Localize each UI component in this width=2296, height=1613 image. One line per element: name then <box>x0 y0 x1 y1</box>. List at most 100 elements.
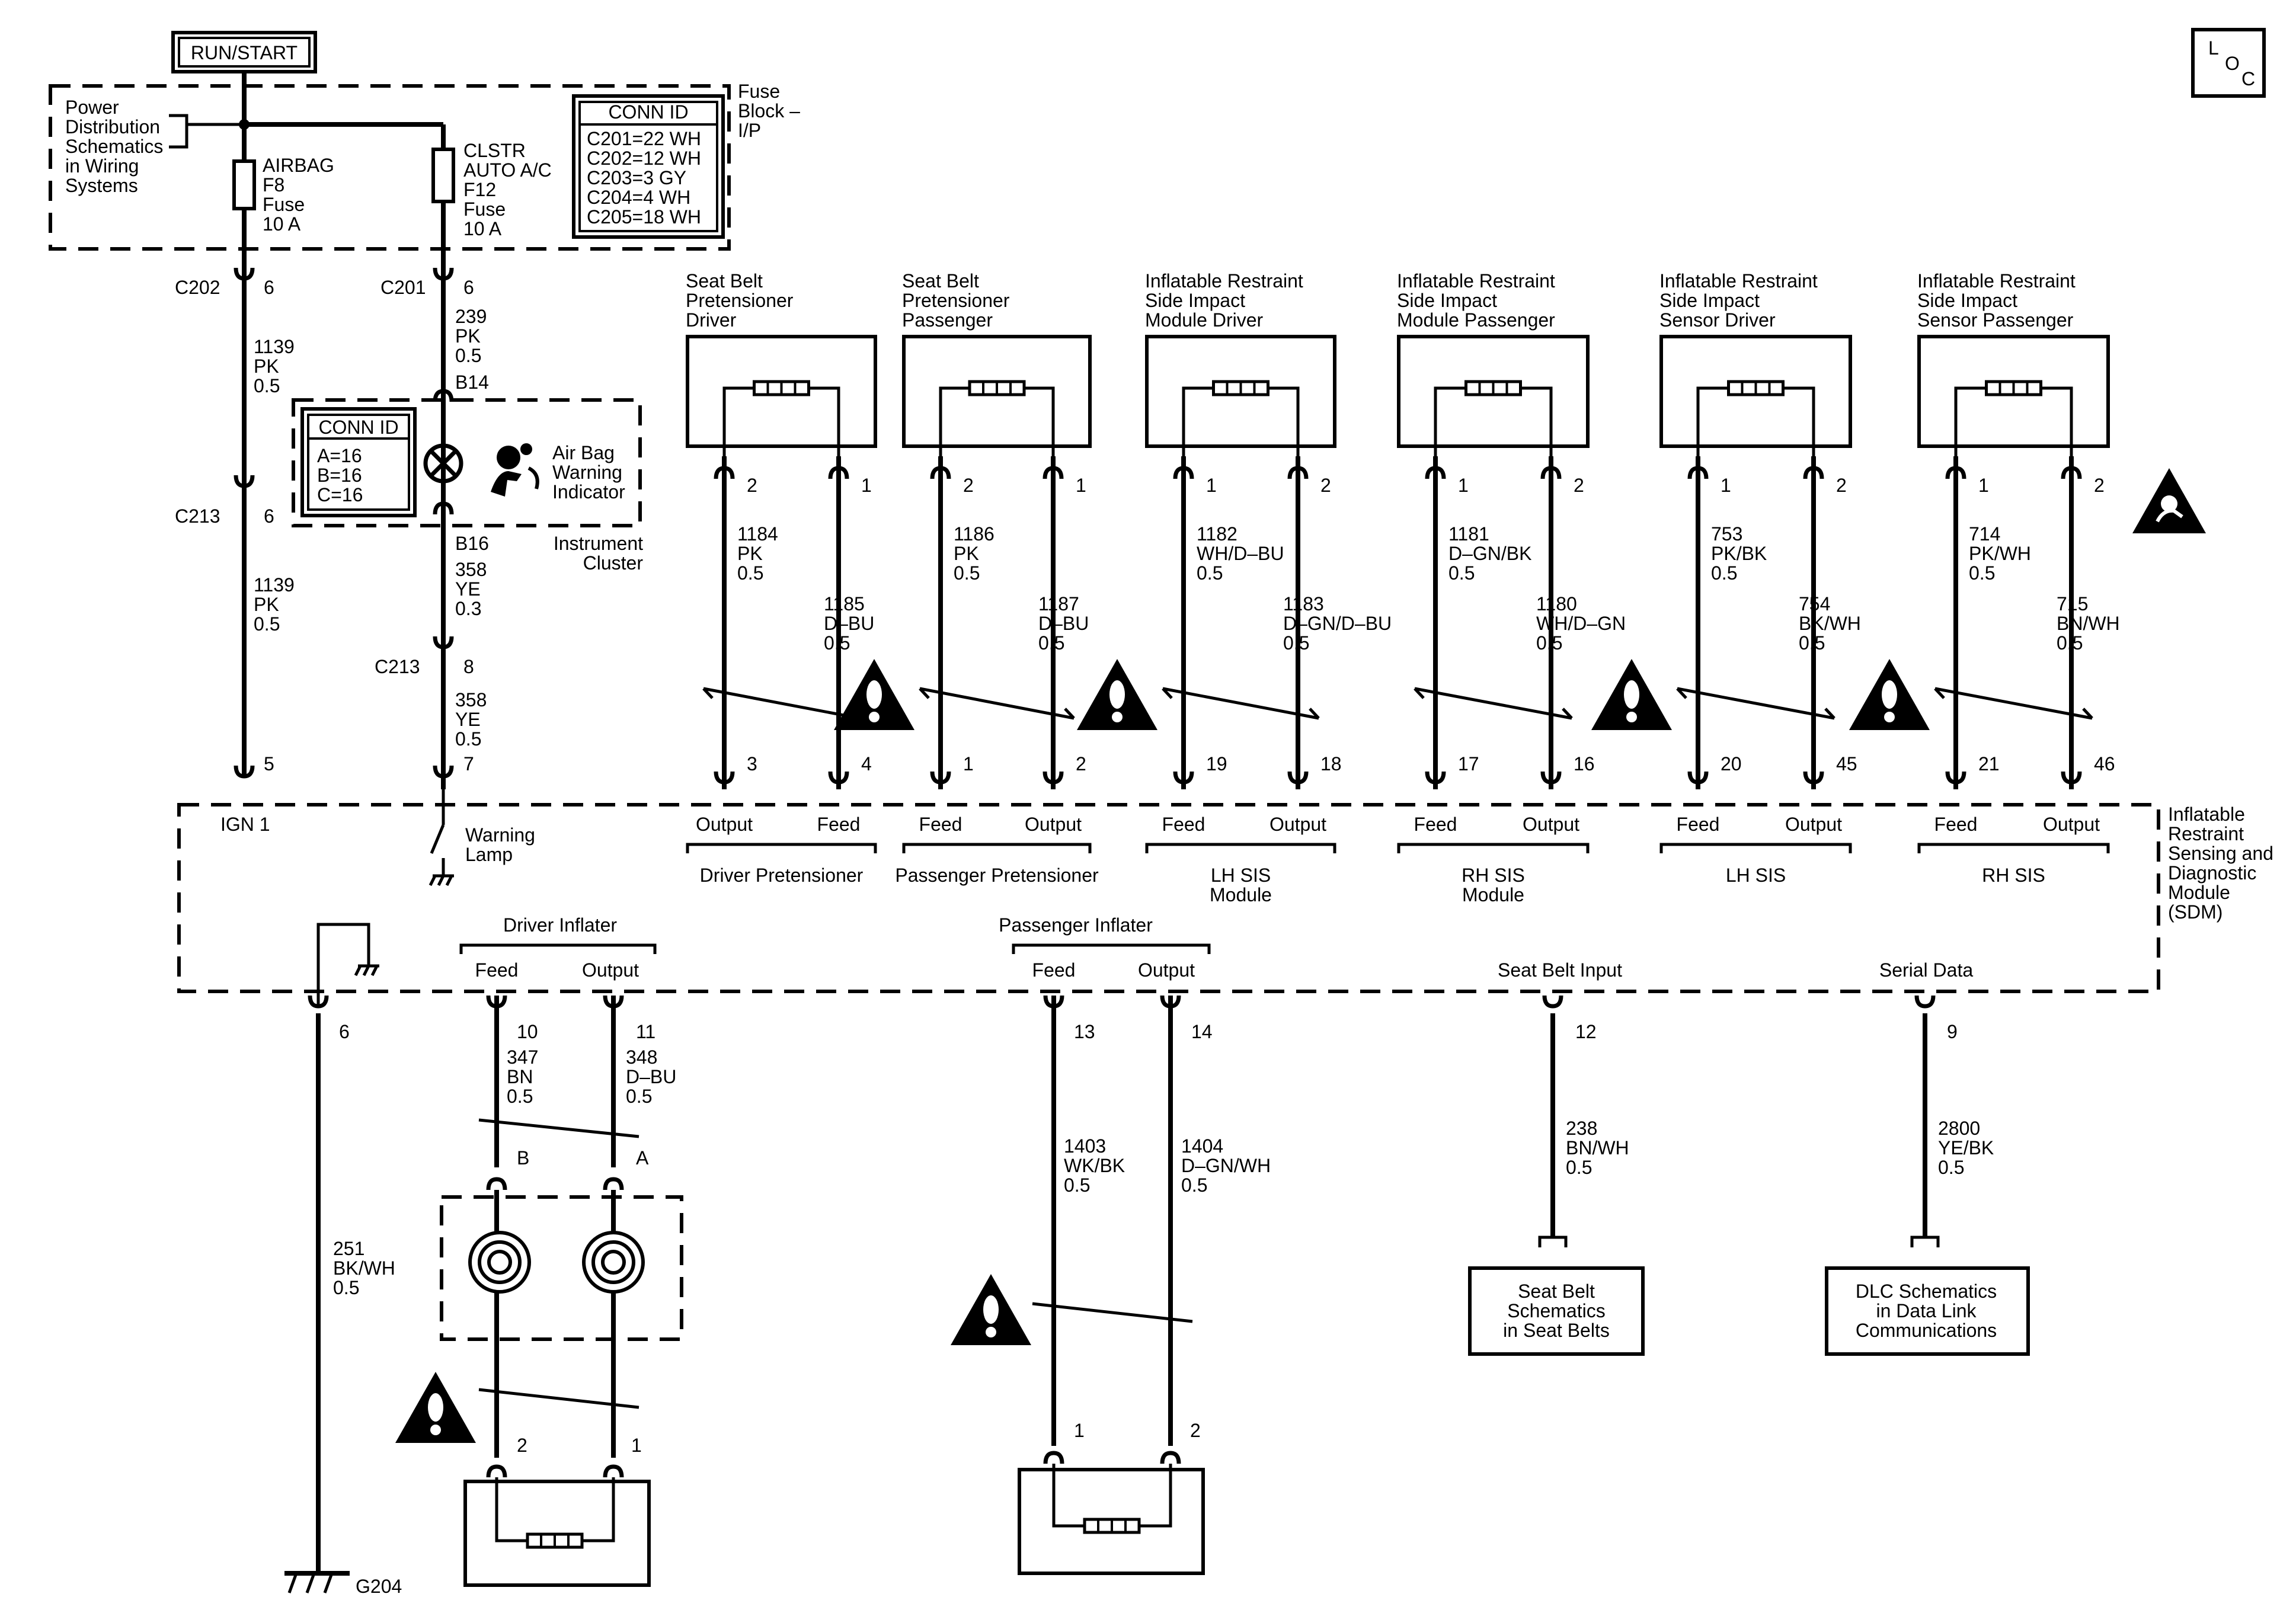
passenger-inflater-sdm-terminal-output <box>1160 995 1181 1009</box>
svg-text:C205=18 WH: C205=18 WH <box>587 206 701 228</box>
component-0-pin-b-terminal <box>828 466 849 479</box>
component-2-title-line-0: Inflatable Restraint <box>1145 270 1303 292</box>
connector-terminal-left-3 <box>433 636 454 649</box>
component-5-sdm-a-terminal <box>1945 771 1966 785</box>
driver-inflater-pin-10: 10 <box>517 1021 538 1042</box>
svg-text:0.5: 0.5 <box>455 728 481 750</box>
loc-c: C <box>2241 68 2255 89</box>
driver-inflater-warning-icon <box>395 1372 476 1443</box>
power-distribution-label: Power Distribution Schematics in Wiring … <box>65 97 163 196</box>
wire-239: 239 PK 0.5 <box>455 306 487 366</box>
component-0-title-line-2: Driver <box>686 309 737 331</box>
component-1-pin-b-terminal <box>1043 466 1064 479</box>
component-4-sdm-pin-b: 45 <box>1836 753 1857 775</box>
svg-text:Diagnostic: Diagnostic <box>2168 862 2256 884</box>
component-5-sdm-pin-b: 46 <box>2094 753 2115 775</box>
component-2-twist-line <box>1162 687 1319 720</box>
b14-label: B14 <box>455 372 489 393</box>
wire-251: 251 BK/WH 0.5 <box>333 1238 395 1298</box>
driver-inflater-conn-terminal-b <box>486 1177 507 1190</box>
component-2-sdm-label-b: Output <box>1269 814 1326 835</box>
component-4-group-0: LH SIS <box>1726 865 1786 886</box>
svg-text:CONN ID: CONN ID <box>608 101 688 123</box>
c202-pin: 6 <box>264 277 274 298</box>
component-3-group-0: RH SIS <box>1462 865 1525 886</box>
airbag-indicator-label: Air Bag Warning Indicator <box>552 442 625 503</box>
component-3-title-line-1: Side Impact <box>1397 290 1497 311</box>
driver-inflater-conn-b: B <box>517 1147 529 1169</box>
component-1-wire-b-1: D–BU <box>1038 613 1089 634</box>
component-2-wire-a-0: 1182 <box>1197 523 1237 545</box>
svg-text:Fuse: Fuse <box>463 199 506 220</box>
svg-text:YE: YE <box>455 578 481 600</box>
component-1-warning-icon <box>834 659 914 730</box>
driver-inflater-conn-terminal-a <box>603 1177 624 1190</box>
component-4-wire-b-0: 754 <box>1799 593 1830 615</box>
component-2-sdm-label-a: Feed <box>1162 814 1205 835</box>
component-4-sdm-label-a: Feed <box>1677 814 1720 835</box>
svg-text:0.5: 0.5 <box>626 1086 652 1107</box>
svg-text:PK: PK <box>254 356 279 377</box>
fuse-block-label: Fuse Block – I/P <box>738 81 800 141</box>
svg-text:AUTO A/C: AUTO A/C <box>463 159 552 181</box>
svg-text:1139: 1139 <box>254 336 295 357</box>
svg-text:0.5: 0.5 <box>1064 1174 1090 1196</box>
svg-text:Systems: Systems <box>65 175 138 196</box>
wire-358-lower: 358 YE 0.5 <box>455 689 487 750</box>
conn-id-cluster: CONN ID A=16 B=16 C=16 <box>300 407 417 517</box>
component-3-sdm-a-terminal <box>1425 771 1446 785</box>
component-0-title-line-0: Seat Belt <box>686 270 763 292</box>
instrument-cluster-label: Instrument Cluster <box>554 533 644 574</box>
wire-2800: 2800 YE/BK 0.5 <box>1938 1118 1994 1178</box>
svg-text:D–BU: D–BU <box>626 1066 676 1087</box>
driver-inflater-title: Driver Inflater <box>503 914 617 936</box>
component-0-pin-a-terminal <box>714 466 735 479</box>
svg-text:Communications: Communications <box>1856 1320 1997 1341</box>
serial-data-pin: 9 <box>1947 1021 1958 1042</box>
connector-terminal-left-4 <box>234 765 255 779</box>
component-1-sdm-pin-b: 2 <box>1076 753 1086 775</box>
component-0-sdm-label-b: Feed <box>817 814 861 835</box>
sdm-pin-5: 5 <box>264 753 274 775</box>
component-3-sdm-label-b: Output <box>1523 814 1579 835</box>
component-0-sdm-b-terminal <box>828 771 849 785</box>
component-4-sdm-a-terminal <box>1687 771 1709 785</box>
component-0-sdm-a-terminal <box>714 771 735 785</box>
driver-inflater-bottom-pin-1: 1 <box>631 1435 642 1456</box>
c213b-pin: 8 <box>463 656 474 677</box>
driver-inflater-sdm-terminal-feed <box>486 995 507 1009</box>
svg-text:BK/WH: BK/WH <box>333 1257 395 1279</box>
component-0-twist-line <box>703 687 860 720</box>
svg-text:in Seat Belts: in Seat Belts <box>1503 1320 1610 1341</box>
svg-text:0.5: 0.5 <box>1938 1157 1964 1178</box>
svg-text:358: 358 <box>455 559 487 580</box>
component-1-wire-b-2: 0.5 <box>1038 632 1064 654</box>
loc-l: L <box>2208 37 2219 59</box>
component-4-wire-a-1: PK/BK <box>1711 543 1767 564</box>
svg-text:Seat Belt: Seat Belt <box>1518 1281 1595 1302</box>
svg-text:0.3: 0.3 <box>455 598 481 619</box>
component-4-sdm-b-terminal <box>1803 771 1824 785</box>
sdm-outline <box>177 803 2160 993</box>
component-2-pin-b: 2 <box>1320 475 1331 496</box>
c202-label: C202 <box>175 277 220 298</box>
svg-text:WK/BK: WK/BK <box>1064 1155 1125 1176</box>
driver-inflater-sdm-terminal-output <box>603 995 624 1009</box>
ground-g204-label: G204 <box>356 1576 402 1597</box>
component-2-sdm-b-terminal <box>1287 771 1309 785</box>
wire-1404: 1404 D–GN/WH 0.5 <box>1181 1135 1271 1196</box>
ign1-label: IGN 1 <box>220 814 270 835</box>
component-1-title-line-1: Pretensioner <box>902 290 1010 311</box>
passenger-inflater-pin-14: 14 <box>1191 1021 1213 1042</box>
component-3-pin-a-terminal <box>1425 466 1446 479</box>
component-3-twist-line <box>1414 687 1572 720</box>
svg-text:in Data Link: in Data Link <box>1876 1300 1977 1321</box>
component-0-wire-b-0: 1185 <box>824 593 865 615</box>
run-start-label: RUN/START <box>191 42 298 63</box>
svg-text:C203=3 GY: C203=3 GY <box>587 167 686 188</box>
svg-text:Lamp: Lamp <box>465 844 513 865</box>
sdm-pin-7: 7 <box>463 753 474 775</box>
component-3-title-line-2: Module Passenger <box>1397 309 1555 331</box>
svg-text:Warning: Warning <box>552 462 622 483</box>
